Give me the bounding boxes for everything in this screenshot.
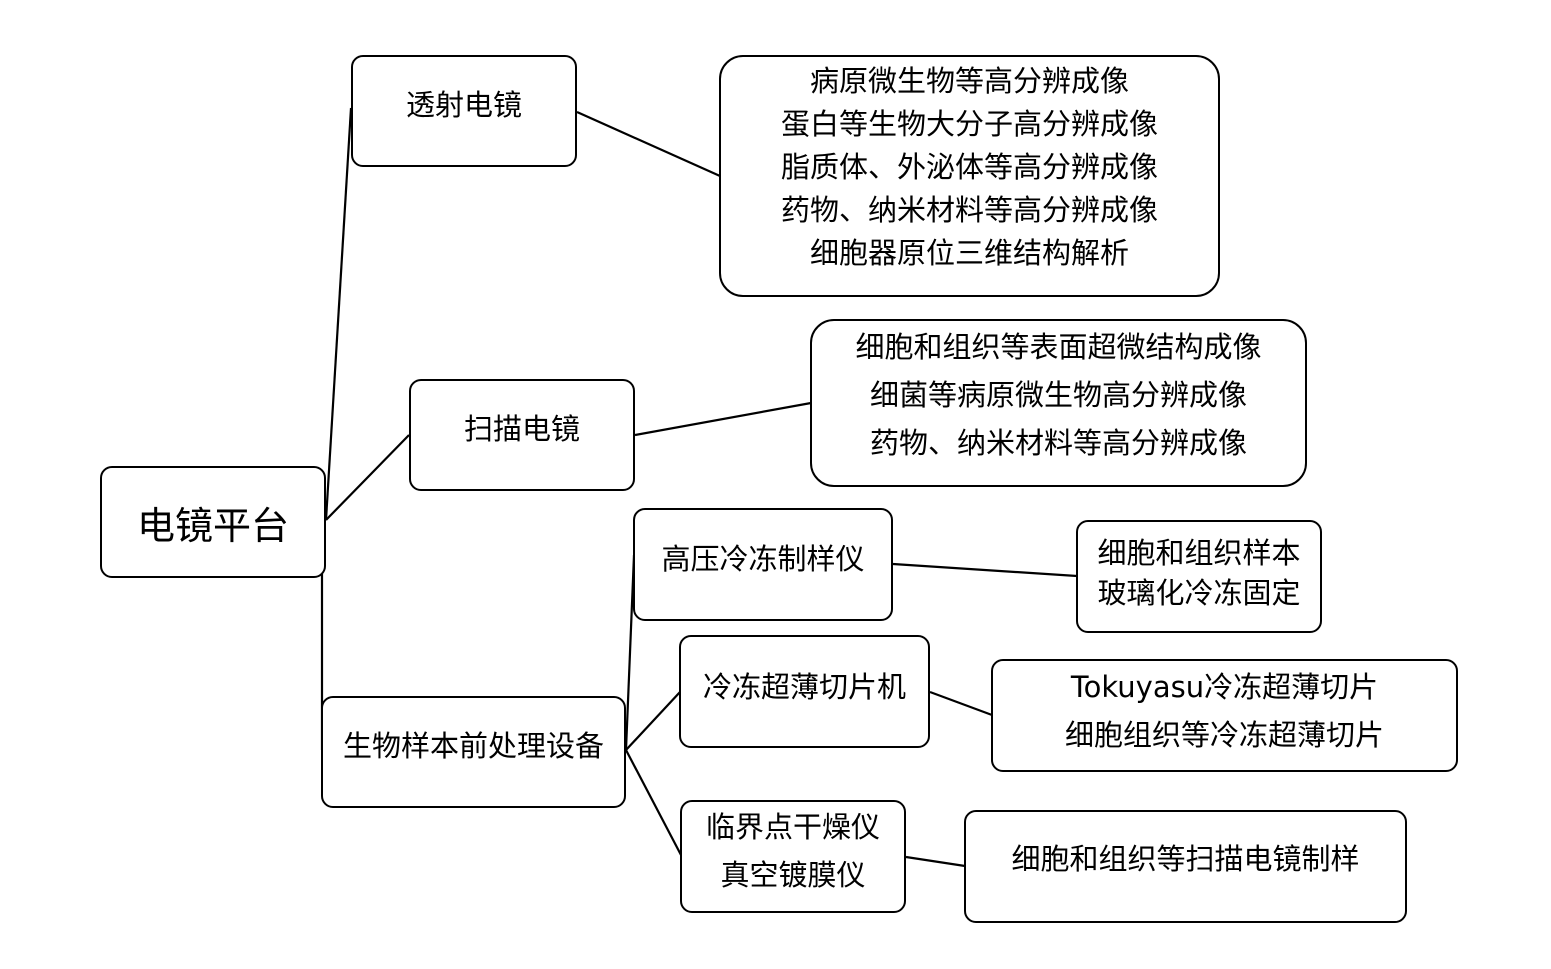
sem-app: 细菌等病原微生物高分辨成像 — [869, 378, 1247, 412]
cryo-ultramicrotome-app: Tokuyasu冷冻超薄切片 — [1070, 669, 1379, 704]
tem-app: 药物、纳米材料等高分辨成像 — [780, 192, 1158, 227]
tem-label: 透射电镜 — [405, 88, 522, 122]
link-sem-apps — [634, 401, 812, 437]
prep-node: 生物样本前处理设备 — [321, 696, 626, 808]
hpf-node: 高压冷冻制样仪 — [633, 508, 893, 621]
link-root-sem — [325, 434, 410, 521]
link-cut-apps — [929, 690, 993, 717]
tem-apps-node: 病原微生物等高分辨成像 蛋白等生物大分子高分辨成像 脂质体、外泌体等高分辨成像 … — [719, 55, 1220, 297]
link-prep-cpd — [625, 749, 682, 856]
tem-node: 透射电镜 — [351, 55, 577, 167]
link-prep-hpf — [624, 554, 636, 751]
cryo-ultramicrotome-label: 冷冻超薄切片机 — [702, 669, 906, 704]
cryo-ultramicrotome-app: 细胞组织等冷冻超薄切片 — [1064, 717, 1384, 752]
tem-app: 病原微生物等高分辨成像 — [809, 63, 1129, 98]
sem-app: 药物、纳米材料等高分辨成像 — [869, 426, 1247, 460]
link-root-tem — [324, 107, 353, 521]
sem-label: 扫描电镜 — [463, 412, 580, 446]
hpf-apps-node: 细胞和组织样本 玻璃化冷冻固定 — [1076, 520, 1322, 633]
root-label: 电镜平台 — [136, 503, 289, 548]
hpf-app: 玻璃化冷冻固定 — [1097, 575, 1301, 610]
tem-app: 蛋白等生物大分子高分辨成像 — [780, 106, 1158, 141]
hpf-app: 细胞和组织样本 — [1097, 535, 1301, 570]
link-hpf-apps — [892, 562, 1078, 578]
cpd-coater-app: 细胞和组织等扫描电镜制样 — [1011, 842, 1360, 876]
link-tem-apps — [576, 110, 721, 178]
cpd-coater-label: 真空镀膜仪 — [720, 857, 866, 892]
link-prep-cut — [625, 691, 681, 751]
hpf-label: 高压冷冻制样仪 — [661, 541, 865, 576]
cpd-coater-label: 临界点干燥仪 — [705, 809, 880, 844]
cpd-coater-apps-node: 细胞和组织等扫描电镜制样 — [964, 810, 1407, 923]
cpd-coater-node: 临界点干燥仪 真空镀膜仪 — [680, 800, 906, 913]
prep-label: 生物样本前处理设备 — [342, 729, 604, 763]
tem-app: 细胞器原位三维结构解析 — [809, 235, 1129, 270]
sem-node: 扫描电镜 — [409, 379, 635, 491]
cryo-ultramicrotome-node: 冷冻超薄切片机 — [679, 635, 930, 748]
sem-app: 细胞和组织等表面超微结构成像 — [855, 330, 1262, 364]
root-node: 电镜平台 — [100, 466, 326, 578]
tem-app: 脂质体、外泌体等高分辨成像 — [780, 149, 1158, 184]
cryo-ultramicrotome-apps-node: Tokuyasu冷冻超薄切片 细胞组织等冷冻超薄切片 — [991, 659, 1458, 772]
link-cpd-apps — [905, 855, 966, 868]
sem-apps-node: 细胞和组织等表面超微结构成像 细菌等病原微生物高分辨成像 药物、纳米材料等高分辨… — [810, 319, 1307, 487]
